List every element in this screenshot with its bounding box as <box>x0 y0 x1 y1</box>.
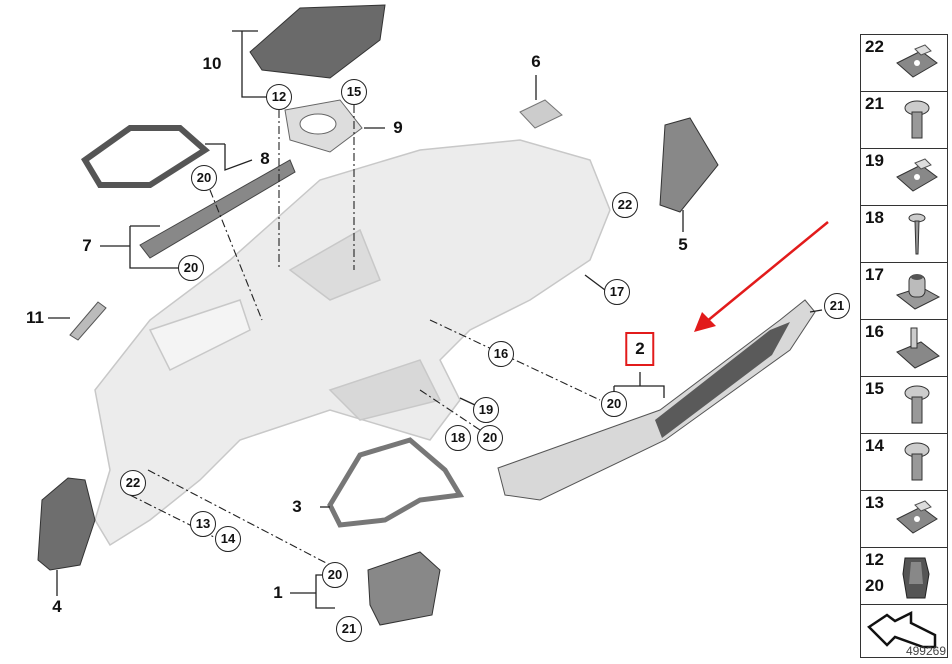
part-1-vent <box>367 551 441 626</box>
callout-21[interactable]: 21 <box>336 616 362 642</box>
legend-item-21[interactable]: 21 <box>861 92 947 149</box>
expanding-clip-icon <box>902 557 930 599</box>
callout-12[interactable]: 12 <box>266 84 292 110</box>
part-label-3[interactable]: 3 <box>292 497 302 516</box>
legend-number: 19 <box>865 151 884 170</box>
part-11-clip <box>69 301 107 341</box>
legend-number: 14 <box>865 436 884 455</box>
legend-number: 16 <box>865 322 884 341</box>
callout-20[interactable]: 20 <box>322 562 348 588</box>
legend-number-secondary: 20 <box>865 576 884 595</box>
part-label-1[interactable]: 1 <box>273 583 283 602</box>
legend-item-17[interactable]: 17 <box>861 263 947 320</box>
legend-number: 17 <box>865 265 884 284</box>
clip-nut-icon <box>896 500 938 534</box>
legend-item-22[interactable]: 22 <box>861 35 947 92</box>
part-label-2[interactable]: 2 <box>625 332 655 366</box>
legend-number: 18 <box>865 208 884 227</box>
callout-18[interactable]: 18 <box>445 425 471 451</box>
part-label-5[interactable]: 5 <box>678 235 688 254</box>
callout-22[interactable]: 22 <box>120 470 146 496</box>
part-2-decor-trim <box>497 299 816 501</box>
part-label-10[interactable]: 10 <box>202 54 222 73</box>
legend-number: 13 <box>865 493 884 512</box>
callout-20[interactable]: 20 <box>191 165 217 191</box>
clip-nut-icon <box>896 158 938 192</box>
callout-16[interactable]: 16 <box>488 341 514 367</box>
torx-screw-icon <box>904 385 930 424</box>
legend-number: 22 <box>865 37 884 56</box>
part-label-4[interactable]: 4 <box>52 597 62 616</box>
callout-20[interactable]: 20 <box>178 255 204 281</box>
part-5-side-cover <box>659 117 719 213</box>
callout-19[interactable]: 19 <box>473 397 499 423</box>
legend-item-16[interactable]: 16 <box>861 320 947 377</box>
callout-21[interactable]: 21 <box>824 293 850 319</box>
direction-arrow-icon <box>867 610 937 649</box>
part-label-9[interactable]: 9 <box>393 118 403 137</box>
cage-nut-icon <box>895 274 941 310</box>
part-label-8[interactable]: 8 <box>260 149 270 168</box>
legend-item-direction[interactable] <box>861 605 947 657</box>
part-3-instrument-surround <box>327 437 465 528</box>
part-label-6[interactable]: 6 <box>531 52 541 71</box>
part-10-speaker-grille <box>249 4 386 79</box>
legend-item-19[interactable]: 19 <box>861 149 947 206</box>
diagram-reference-number: 499269 <box>905 644 946 658</box>
part-label-7[interactable]: 7 <box>82 236 92 255</box>
callout-14[interactable]: 14 <box>215 526 241 552</box>
self-tapping-screw-icon <box>908 213 926 255</box>
clip-nut-icon <box>896 44 938 78</box>
legend-item-15[interactable]: 15 <box>861 377 947 434</box>
part-label-11[interactable]: 11 <box>26 308 44 327</box>
legend-number: 21 <box>865 94 884 113</box>
part-4-end-cover <box>37 477 96 571</box>
legend-item-13[interactable]: 13 <box>861 491 947 548</box>
callout-22[interactable]: 22 <box>612 192 638 218</box>
torx-screw-icon <box>904 100 930 139</box>
callout-15[interactable]: 15 <box>341 79 367 105</box>
torx-screw-icon <box>904 442 930 481</box>
part-8-trim-frame <box>80 125 210 188</box>
legend-number: 12 <box>865 550 884 569</box>
callout-20[interactable]: 20 <box>477 425 503 451</box>
callout-13[interactable]: 13 <box>190 511 216 537</box>
legend-item-14[interactable]: 14 <box>861 434 947 491</box>
red-arrow-icon <box>694 221 829 332</box>
leader-lines <box>48 30 823 609</box>
callout-20[interactable]: 20 <box>601 391 627 417</box>
legend-item-18[interactable]: 18 <box>861 206 947 263</box>
callout-17[interactable]: 17 <box>604 279 630 305</box>
dashboard-assembly <box>94 139 611 547</box>
bracket-clip-icon <box>896 327 940 369</box>
part-6-vent-cover <box>519 99 563 129</box>
legend-number: 15 <box>865 379 884 398</box>
